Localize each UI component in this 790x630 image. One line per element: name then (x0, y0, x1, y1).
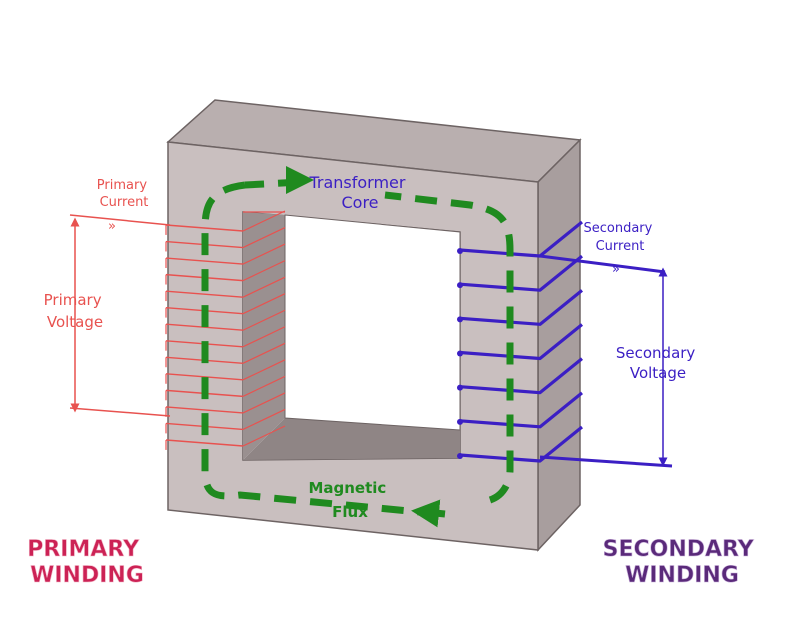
secondary-winding-title: SECONDARY WINDING (603, 537, 762, 588)
primary-voltage-label: Primary Voltage (44, 291, 107, 331)
primary-coil-back (242, 276, 286, 298)
secondary-current-label: Secondary Current (584, 221, 657, 254)
primary-coil-turn (165, 224, 244, 232)
secondary-coil-turn (459, 254, 584, 292)
primary-coil-turn (165, 373, 244, 381)
flux-arrow-bottom (411, 499, 446, 528)
secondary-coil-edge (457, 316, 463, 323)
secondary-coil-turn (459, 391, 584, 429)
primary-coil-back (242, 359, 286, 381)
primary-coil-back (242, 375, 286, 397)
secondary-coil-edge (457, 453, 463, 459)
primary-coil-back (242, 342, 286, 364)
primary-coil-back (242, 408, 286, 431)
secondary-coil-edge (457, 418, 463, 425)
primary-winding-title: PRIMARY WINDING (27, 537, 147, 588)
secondary-lead-bottom (539, 455, 673, 468)
primary-coil-turn (165, 290, 244, 298)
secondary-coil-turn (459, 323, 584, 361)
magnetic-flux-label: Magnetic Flux (308, 479, 391, 521)
primary-coil-turn (165, 257, 244, 265)
transformer-core-label: Transformer Core (308, 173, 410, 212)
primary-coil-turn (165, 406, 244, 414)
core-window-opening (284, 214, 461, 431)
primary-coil-turn (165, 439, 244, 447)
secondary-coil-edge (457, 384, 463, 391)
primary-voltage-indicator: » (69, 214, 171, 417)
primary-current-arrows-icon: » (108, 219, 116, 234)
primary-coil-back (242, 260, 286, 282)
primary-coil-back (242, 210, 286, 232)
secondary-coil-edge (457, 248, 463, 254)
primary-coil-back (242, 226, 286, 249)
secondary-coil-turn (459, 357, 584, 395)
core-window-left-depth (243, 212, 285, 460)
secondary-voltage-indicator: » (612, 262, 668, 467)
secondary-coil-edge (457, 282, 463, 289)
secondary-coil-turn (459, 289, 584, 326)
primary-coil-back (242, 425, 286, 447)
secondary-voltage-label: Secondary Voltage (616, 344, 700, 382)
secondary-current-arrows-icon: » (612, 262, 620, 277)
secondary-winding-coils (457, 220, 673, 468)
primary-coil-back (242, 243, 286, 265)
secondary-coil-edge (457, 350, 463, 357)
primary-coil-back (242, 309, 286, 331)
primary-current-label: Primary Current (97, 178, 151, 210)
magnetic-flux-path (201, 166, 514, 528)
core-window-bottom-depth (243, 418, 460, 460)
primary-coil-back (242, 293, 286, 315)
primary-coil-back (242, 392, 286, 414)
secondary-lead-top (539, 254, 666, 274)
primary-coil-back (242, 326, 286, 348)
secondary-coil-turn (459, 425, 584, 463)
